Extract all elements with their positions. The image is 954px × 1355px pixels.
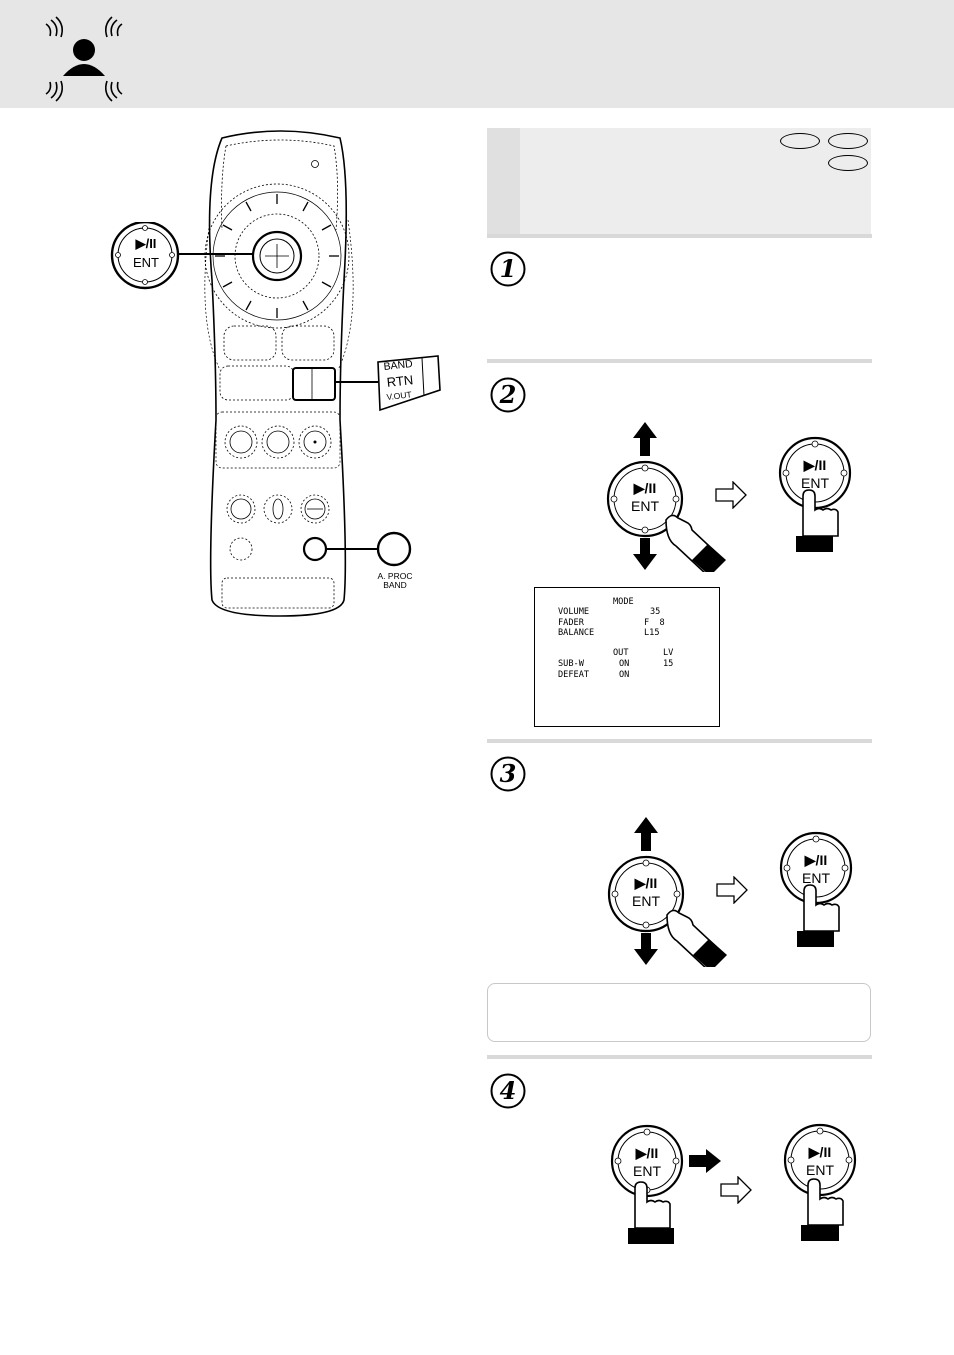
disc-type-badge-1	[780, 133, 820, 149]
step-4-arrow-icon	[720, 1176, 752, 1204]
step-3-press-play-label: ▶/II	[804, 852, 828, 868]
disc-type-badge-3	[828, 155, 868, 171]
osd-defeat-label: DEFEAT	[558, 669, 590, 680]
note-box	[487, 983, 871, 1042]
osd-defeat-out: ON	[619, 669, 630, 680]
aproc-key-label-2: BAND	[383, 580, 407, 590]
osd-balance-value: L15	[644, 628, 660, 638]
step-4-number: 4	[500, 1076, 517, 1105]
step-4-ent2-play-label: ▶/II	[808, 1144, 832, 1160]
step-2-arrow-icon	[715, 481, 747, 509]
step-4-ent-press-2	[783, 1123, 857, 1241]
step-2-ent-play-label: ▶/II	[633, 480, 657, 496]
band-key-label-2: RTN	[386, 372, 414, 390]
osd-col-lv: LV	[663, 648, 674, 658]
remote-ent-label: ENT	[133, 255, 159, 270]
osd-subw-label: SUB-W	[558, 659, 584, 669]
osd-subw-lv: 15	[663, 659, 674, 669]
section-title-stripe	[487, 128, 520, 236]
osd-volume-label: VOLUME	[558, 607, 590, 617]
remote-control	[178, 130, 441, 617]
osd-title: MODE	[613, 597, 634, 607]
step-2-ent-scroll	[606, 422, 726, 572]
step-4-ent2-label: ENT	[806, 1162, 834, 1178]
step-1-number: 1	[500, 254, 517, 283]
osd-screen: MODE VOLUME 35 FADER F 8 BALANCE L15 OUT…	[534, 587, 720, 727]
step-3-press-ent-label: ENT	[802, 870, 830, 886]
step-4-ent1-play-label: ▶/II	[635, 1145, 659, 1161]
step-4-black-arrow-icon	[689, 1149, 721, 1173]
step-2-number: 2	[499, 380, 517, 409]
step-2-ent-press	[778, 436, 852, 552]
osd-col-out: OUT	[613, 648, 629, 658]
step-3-ent-scroll	[607, 817, 727, 967]
step-2-ent-label: ENT	[631, 498, 659, 514]
step-2-press-ent-label: ENT	[801, 475, 829, 491]
step-1-marker: 1	[490, 251, 526, 287]
step-3-number: 3	[500, 759, 517, 788]
header-band	[0, 0, 954, 108]
step-4-ent1-label: ENT	[633, 1163, 661, 1179]
aproc-key-label-1: A. PROC	[377, 571, 413, 581]
osd-fader-label: FADER	[558, 617, 584, 628]
divider-4	[487, 1055, 872, 1059]
step-4-marker: 4	[490, 1073, 526, 1109]
divider-3	[487, 739, 872, 743]
osd-fader-value: F 8	[644, 617, 665, 628]
divider-1	[487, 234, 872, 238]
step-2-press-play-label: ▶/II	[803, 457, 827, 473]
divider-2	[487, 359, 872, 363]
step-4-ent-press-1	[610, 1124, 684, 1244]
step-3-arrow-icon	[716, 876, 748, 904]
osd-volume-value: 35	[650, 607, 661, 617]
step-3-ent-label: ENT	[632, 893, 660, 909]
osd-subw-out: ON	[619, 659, 630, 669]
remote-ent-callout	[110, 222, 180, 290]
step-2-marker: 2	[490, 377, 526, 413]
step-3-ent-play-label: ▶/II	[634, 875, 658, 891]
step-3-ent-press	[779, 831, 853, 947]
disc-type-badge-2	[828, 133, 868, 149]
surround-sound-icon	[45, 16, 123, 102]
remote-ent-play-label: ▶/II	[135, 236, 157, 251]
step-3-marker: 3	[490, 756, 526, 792]
osd-balance-label: BALANCE	[558, 628, 595, 638]
